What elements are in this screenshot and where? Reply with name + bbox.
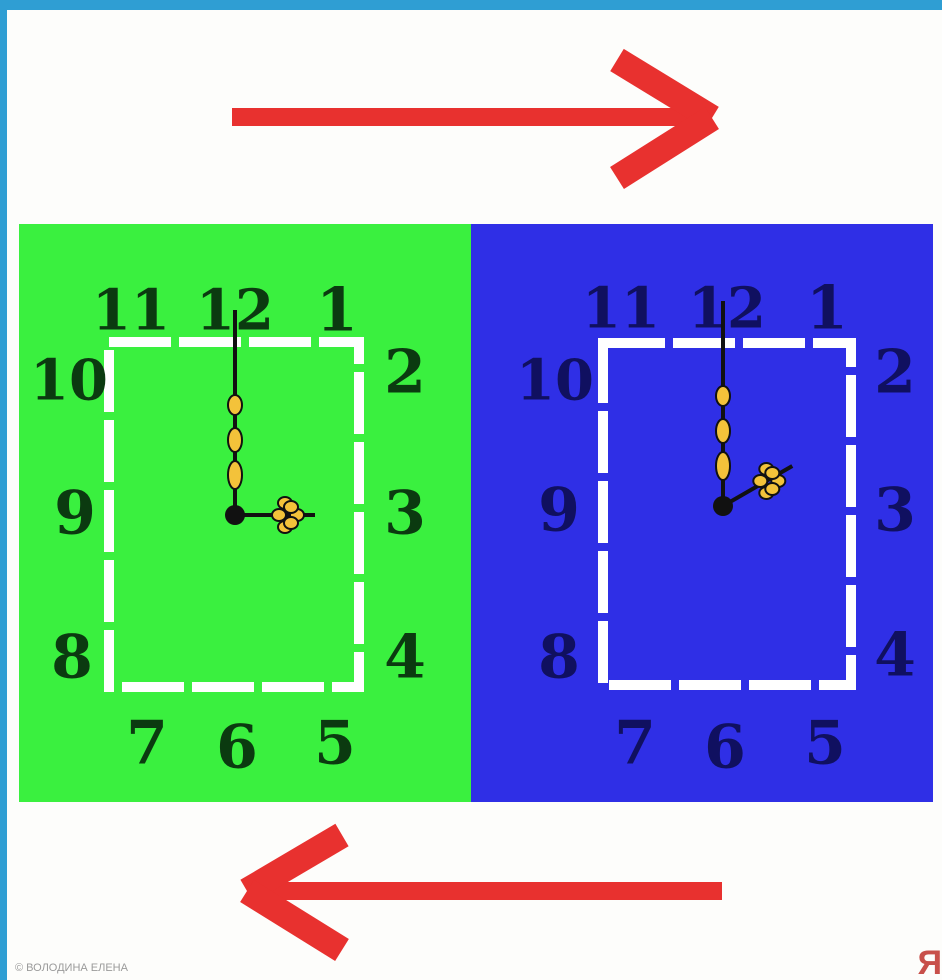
clock-numeral-1: 1 — [806, 274, 848, 344]
clock-numeral-2: 2 — [384, 338, 426, 408]
clock-numeral-3: 3 — [384, 479, 426, 549]
clock-numeral-12: 12 — [688, 276, 766, 342]
clock-numeral-6: 6 — [216, 713, 258, 783]
hour-hand-ornament — [284, 517, 298, 529]
hour-hand-ornament — [765, 467, 779, 479]
clock-numeral-9: 9 — [538, 476, 580, 546]
hour-hand-ornament — [272, 509, 286, 521]
clock-numeral-4: 4 — [384, 623, 426, 693]
arrow-right-icon — [232, 60, 712, 178]
clock-numeral-5: 5 — [804, 709, 846, 779]
clock-numeral-3: 3 — [874, 476, 916, 546]
clock-numeral-8: 8 — [51, 623, 93, 693]
minute-hand-ornament — [228, 395, 242, 415]
minute-hand-ornament — [228, 428, 242, 452]
hour-hand-ornament — [753, 475, 767, 487]
hour-hand-ornament — [284, 501, 298, 513]
author-credit: © ВОЛОДИНА ЕЛЕНА — [15, 962, 128, 974]
clock-hub — [713, 496, 733, 516]
minute-hand-ornament — [716, 386, 730, 406]
clock-numeral-4: 4 — [874, 621, 916, 691]
clock-numeral-7: 7 — [126, 709, 168, 779]
clock-numeral-11: 11 — [92, 278, 170, 344]
arrow-left-icon — [247, 835, 722, 950]
clock-numeral-5: 5 — [314, 709, 356, 779]
clock-numeral-1: 1 — [316, 276, 358, 346]
hour-hand-ornament — [765, 483, 779, 495]
clock-numeral-8: 8 — [538, 623, 580, 693]
corner-logo: Я — [918, 946, 942, 980]
clock-hub — [225, 505, 245, 525]
minute-hand-ornament — [716, 419, 730, 443]
clock-numeral-10: 10 — [516, 348, 594, 414]
clock-numeral-2: 2 — [874, 338, 916, 408]
clock-numeral-6: 6 — [704, 713, 746, 783]
clock-numeral-10: 10 — [30, 348, 108, 414]
clock-numeral-9: 9 — [54, 479, 96, 549]
clock-numeral-7: 7 — [614, 709, 656, 779]
minute-hand-ornament — [716, 452, 730, 480]
minute-hand-ornament — [228, 461, 242, 489]
clock-numeral-11: 11 — [582, 276, 660, 342]
